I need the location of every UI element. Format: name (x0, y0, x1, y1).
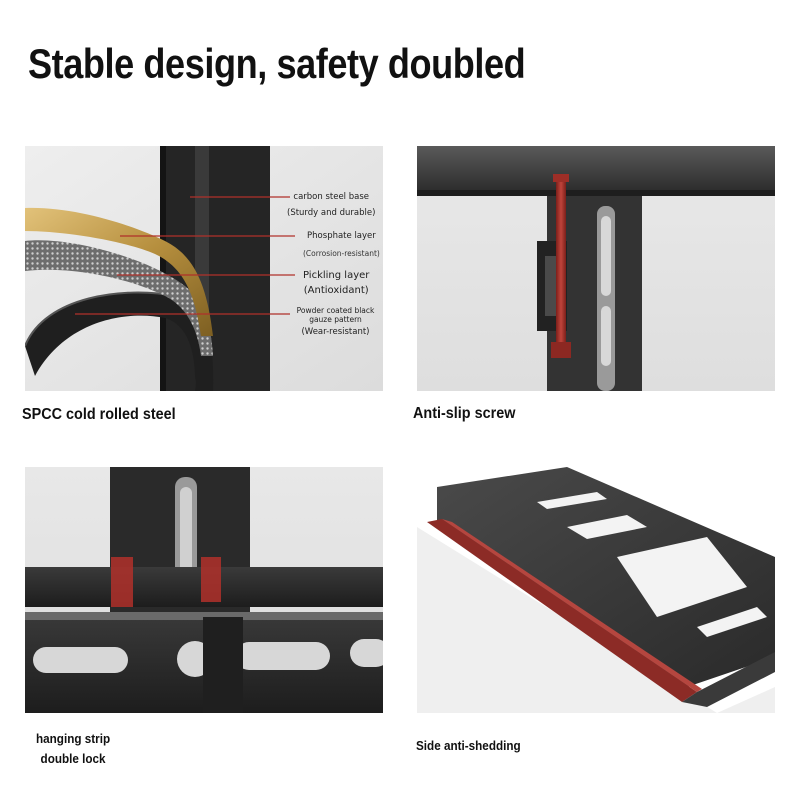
spcc-steel-illustration: carbon steel base (Sturdy and durable) P… (25, 146, 383, 391)
layer-label-phosphate: Phosphate layer (Corrosion-resistant) (303, 231, 380, 258)
layer-label-powder: Powder coated black gauze pattern (Wear-… (296, 306, 375, 337)
caption-hanging-strip-line1: hanging strip (36, 731, 111, 746)
anti-slip-screw-illustration (417, 146, 775, 391)
caption-hanging-strip-line2: double lock (40, 751, 106, 766)
side-anti-shedding-illustration (417, 467, 775, 713)
page-title: Stable design, safety doubled (28, 40, 526, 87)
caption-hanging-strip: hanging strip double lock (36, 729, 110, 769)
layer-label-base: carbon steel base (Sturdy and durable) (287, 192, 376, 218)
hanging-strip-illustration (25, 467, 383, 713)
layer-label-pickling: Pickling layer (Antioxidant) (303, 270, 370, 296)
caption-anti-slip-screw: Anti-slip screw (413, 405, 516, 422)
caption-spcc: SPCC cold rolled steel (22, 406, 176, 423)
caption-side-anti-shedding: Side anti-shedding (416, 738, 521, 753)
